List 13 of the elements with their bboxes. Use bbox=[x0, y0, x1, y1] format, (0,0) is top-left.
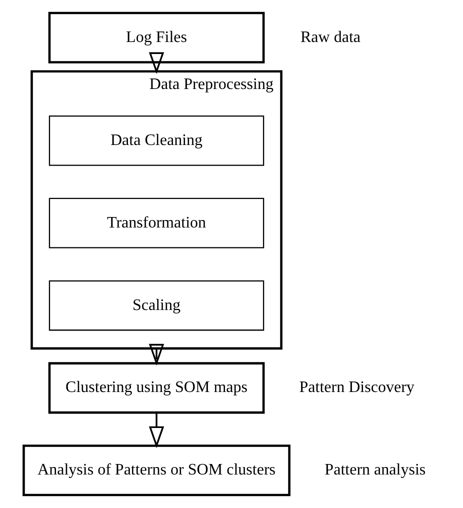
arrow bbox=[148, 52, 164, 74]
node-box: Data Cleaning bbox=[48, 115, 264, 166]
cluster bbox=[30, 70, 282, 350]
node-box: Analysis of Patterns or SOM clusters bbox=[22, 444, 290, 496]
node-label: Pattern analysis bbox=[324, 462, 426, 479]
node-label: Data Preprocessing bbox=[149, 76, 274, 93]
arrow bbox=[148, 412, 164, 448]
arrow bbox=[148, 344, 164, 366]
node-label: Pattern Discovery bbox=[299, 379, 414, 396]
node-label: Raw data bbox=[300, 28, 361, 46]
node-box: Clustering using SOM maps bbox=[48, 362, 265, 414]
node-box: Transformation bbox=[48, 198, 264, 248]
node-box: Scaling bbox=[48, 280, 264, 331]
